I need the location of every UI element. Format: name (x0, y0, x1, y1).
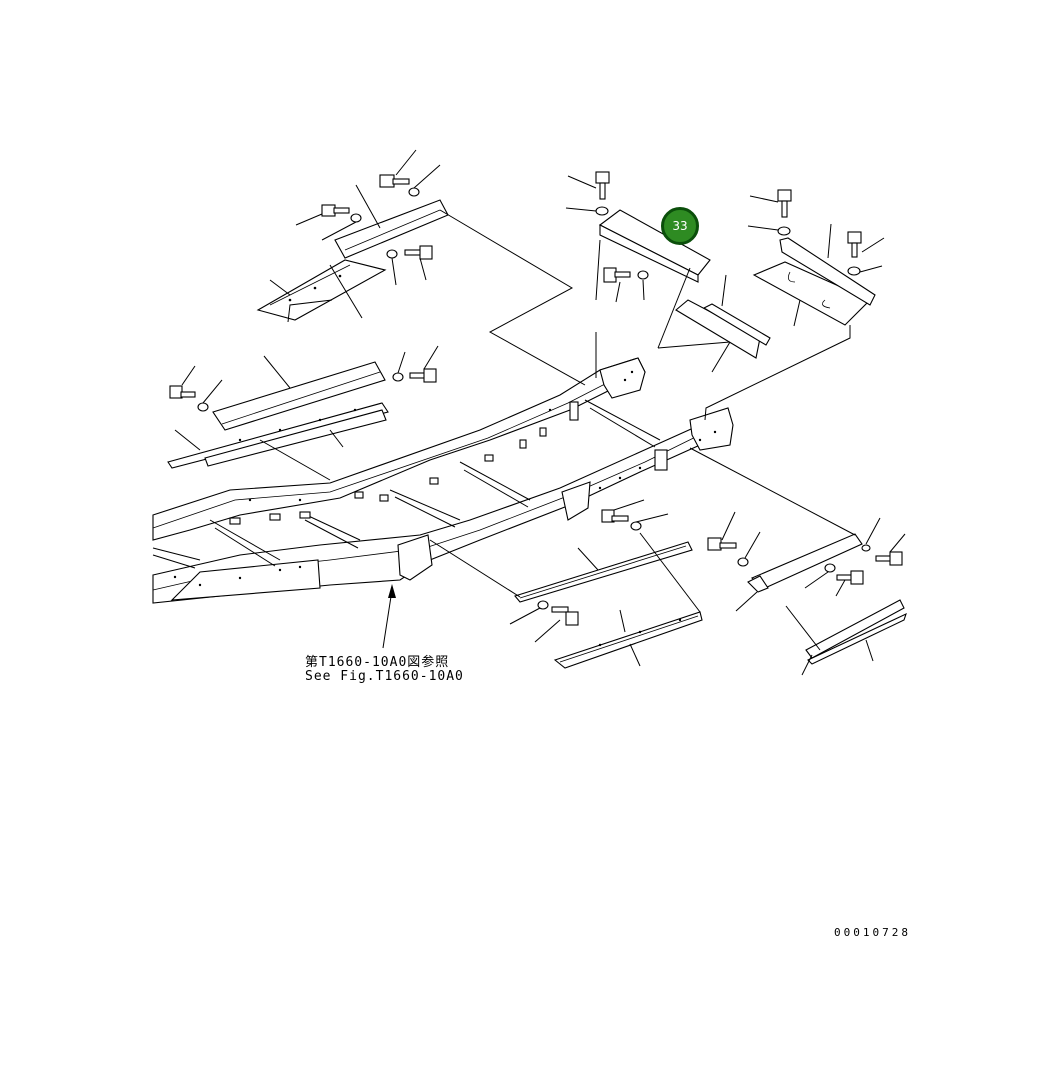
washer-icon (595, 206, 609, 216)
drawing-number: 00010728 (834, 926, 911, 939)
bolt-icon (551, 606, 579, 626)
washer-icon (392, 372, 404, 382)
main-frame (152, 357, 734, 604)
figure-reference-en: See Fig.T1660-10A0 (305, 669, 464, 684)
bolt-icon (875, 551, 903, 566)
washer-icon (630, 521, 642, 531)
washer-icon (777, 226, 791, 236)
lower-center-cover-group (429, 499, 703, 669)
washer-icon (824, 563, 836, 573)
washer-icon (737, 557, 749, 567)
lower-right-cover-group (689, 447, 907, 676)
washer-icon (861, 544, 871, 552)
washer-icon (386, 249, 398, 259)
bolt-icon (707, 537, 737, 551)
bolt-icon (379, 174, 410, 188)
part-callout-33[interactable]: 33 (661, 207, 699, 245)
bolt-icon (836, 570, 864, 585)
bolt-icon (409, 368, 437, 383)
reference-arrow (382, 584, 396, 649)
left-mid-cover-group (167, 345, 439, 481)
bolt-icon (169, 385, 196, 399)
bolt-icon (321, 204, 350, 217)
upper-left-cover-group (256, 149, 586, 386)
washer-icon (637, 270, 649, 280)
bolt-icon (603, 267, 631, 283)
top-center-cover-group (565, 171, 711, 378)
washer-icon (408, 187, 420, 197)
bolt-icon (777, 189, 792, 218)
callout-label: 33 (672, 219, 688, 233)
washer-icon (197, 402, 209, 412)
washer-icon (350, 213, 362, 223)
bolt-icon (404, 245, 433, 260)
washer-icon (537, 600, 549, 610)
figure-reference-jp: 第T1660-10A0図参照 (305, 655, 450, 670)
washer-icon (847, 266, 861, 276)
upper-right-cover-group (657, 189, 885, 421)
bolt-icon (595, 171, 610, 200)
bolt-icon (847, 231, 862, 258)
bolt-icon (601, 509, 629, 523)
